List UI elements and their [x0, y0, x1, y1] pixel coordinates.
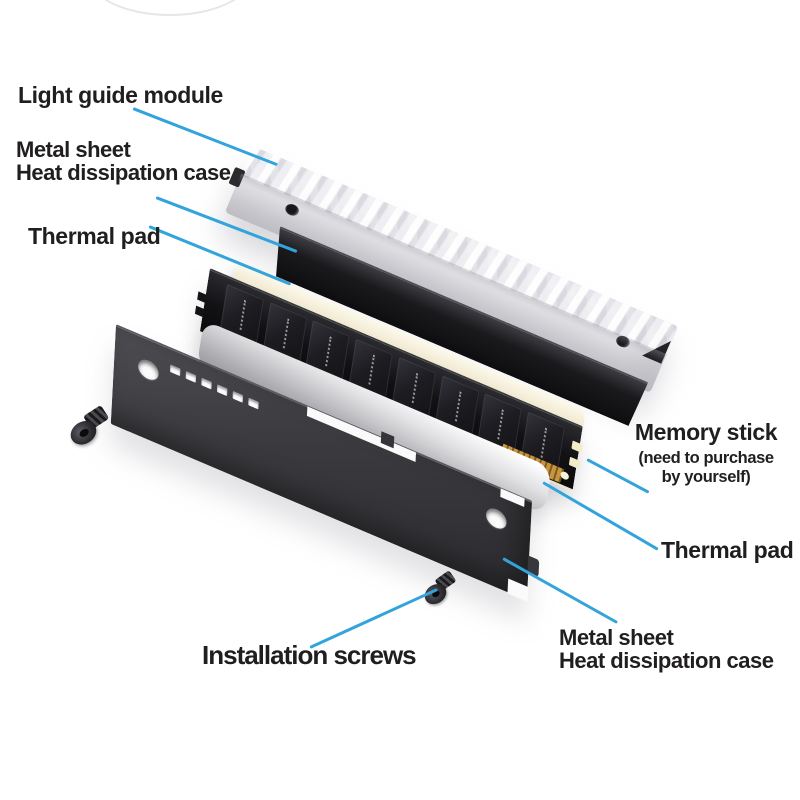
- label-metal-sheet-top: Metal sheet Heat dissipation case: [16, 137, 231, 185]
- mount-hole: [137, 356, 160, 384]
- label-line: Heat dissipation case: [16, 160, 231, 185]
- watermark-arc: [88, 0, 252, 16]
- label-line: Heat dissipation case: [559, 648, 774, 673]
- vent-slot: [248, 397, 259, 410]
- leader-line-thermal-pad-bottom: [542, 481, 659, 551]
- vent-slot: [232, 391, 244, 403]
- plate-corner-notch: [507, 578, 529, 602]
- label-thermal-pad-top: Thermal pad: [28, 223, 161, 249]
- pcb-key-tooth: [194, 305, 205, 318]
- screw-hole: [614, 333, 632, 350]
- light-guide-end-notch: [642, 333, 671, 364]
- pcb-corner-hole: [559, 470, 570, 481]
- label-line: Metal sheet: [559, 625, 674, 650]
- label-note: by yourself): [661, 468, 751, 486]
- light-guide-end-tab: [228, 166, 246, 188]
- label-line: Metal sheet: [16, 137, 131, 162]
- mount-hole: [485, 505, 507, 532]
- vent-slot: [201, 377, 212, 390]
- pcb-edge-notch: [568, 456, 581, 470]
- vent-slot: [185, 371, 197, 383]
- pcb-edge-notch: [571, 440, 583, 453]
- label-light-guide-module: Light guide module: [18, 82, 223, 108]
- label-title: Memory stick: [634, 419, 778, 445]
- pcb-key-tooth: [197, 291, 207, 304]
- label-installation-screws: Installation screws: [202, 640, 417, 670]
- label-memory-stick: Memory stick (need to purchase by yourse…: [627, 419, 785, 487]
- screw-hole: [283, 202, 301, 218]
- label-metal-sheet-bottom: Metal sheet Heat dissipation case: [559, 625, 774, 673]
- vent-slot: [169, 364, 181, 377]
- vent-slot: [216, 384, 228, 397]
- label-note: (need to purchase: [638, 449, 774, 467]
- label-thermal-pad-bottom: Thermal pad: [661, 537, 794, 563]
